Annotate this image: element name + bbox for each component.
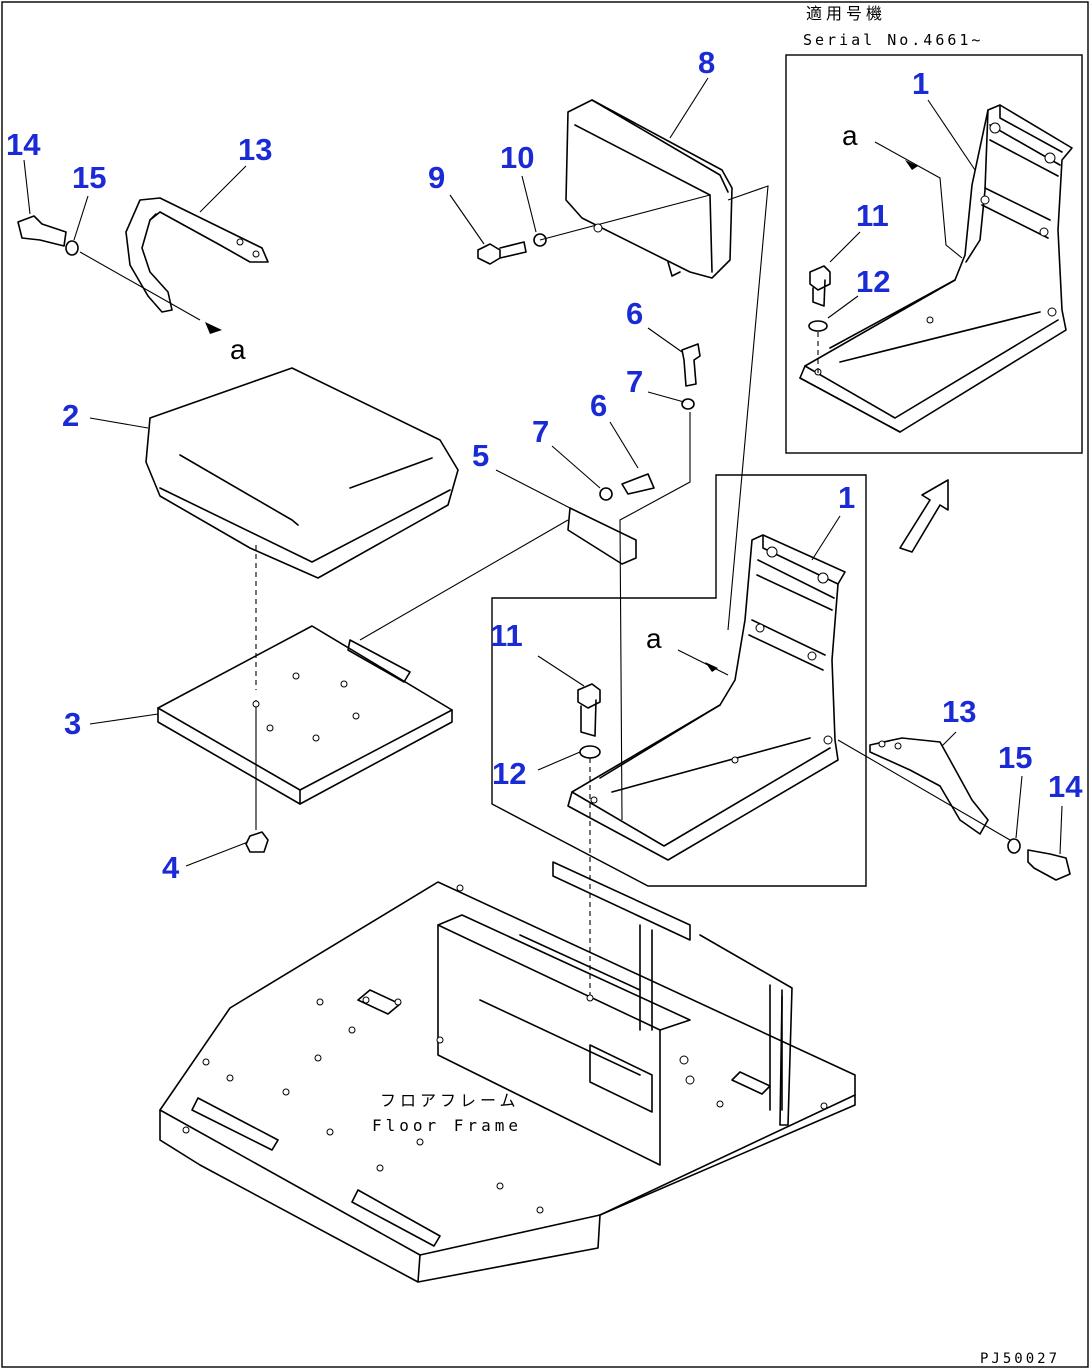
callout-7-top: 7 <box>626 364 644 399</box>
seat-cushion <box>145 367 459 830</box>
callout-13-right: 13 <box>942 694 977 729</box>
washer-15-left <box>65 240 79 256</box>
callout-1-inset: 1 <box>912 66 930 101</box>
seat-plate <box>157 625 453 805</box>
callout-15-left: 15 <box>72 160 107 195</box>
callout-3: 3 <box>64 706 82 741</box>
view-letter-main: a <box>646 623 662 654</box>
callout-5: 5 <box>472 438 490 473</box>
headrest <box>565 99 733 279</box>
callout-12-main: 12 <box>492 756 527 791</box>
callout-4: 4 <box>162 850 180 885</box>
bolt-9 <box>477 241 527 265</box>
washer-10 <box>533 233 547 247</box>
callout-11-main: 11 <box>490 618 523 653</box>
callout-10: 10 <box>500 140 535 175</box>
floor-frame-label-en: Floor Frame <box>372 1116 522 1135</box>
washer-7-mid <box>599 487 613 501</box>
headrest-bolt-line <box>539 194 711 241</box>
callout-6-mid: 6 <box>590 388 608 423</box>
inset-seat-frame-view <box>785 54 1083 454</box>
armrest-right <box>869 737 989 835</box>
callout-14-left: 14 <box>6 127 41 162</box>
callout-8: 8 <box>698 45 716 80</box>
seat-bracket-group <box>491 474 867 1000</box>
callout-7-mid: 7 <box>532 414 550 449</box>
callout-11-inset: 11 <box>856 198 889 233</box>
washer-7-top <box>681 398 695 410</box>
callout-1-main: 1 <box>838 480 856 515</box>
bolt-6-top <box>681 343 701 387</box>
callout-13-left: 13 <box>238 132 273 167</box>
bracket-5 <box>567 507 637 565</box>
callout-14-right: 14 <box>1048 769 1083 804</box>
drawing-code: PJ50027 <box>980 1351 1061 1367</box>
floor-frame-label-jp: フロアフレーム <box>380 1091 520 1110</box>
armrest-left <box>125 197 269 313</box>
armrest-right-guide <box>837 739 1011 841</box>
inset-reference-arrow <box>899 479 949 553</box>
callout-9: 9 <box>428 160 446 195</box>
callout-15-right: 15 <box>998 740 1033 775</box>
serial-number-note: Serial No.4661~ <box>803 31 984 49</box>
callout-6-top: 6 <box>626 296 644 331</box>
bolt-14-left <box>17 215 67 247</box>
callout-2: 2 <box>62 398 80 433</box>
bolt-6-mid <box>621 473 655 495</box>
headrest-guide-line <box>727 185 769 631</box>
knob-4 <box>245 831 269 853</box>
floor-frame <box>159 861 856 1283</box>
view-letter-inset: a <box>842 120 858 151</box>
plate-to-bracket-guide <box>359 519 569 641</box>
armrest-left-guide <box>79 251 201 321</box>
bolt-14-right <box>1027 849 1071 881</box>
callout-12-inset: 12 <box>856 264 891 299</box>
view-letter-left: a <box>230 334 246 365</box>
applicability-label: 適用号機 <box>806 4 887 23</box>
washer-15-right <box>1007 838 1021 854</box>
bolt-guide-line <box>619 412 691 821</box>
